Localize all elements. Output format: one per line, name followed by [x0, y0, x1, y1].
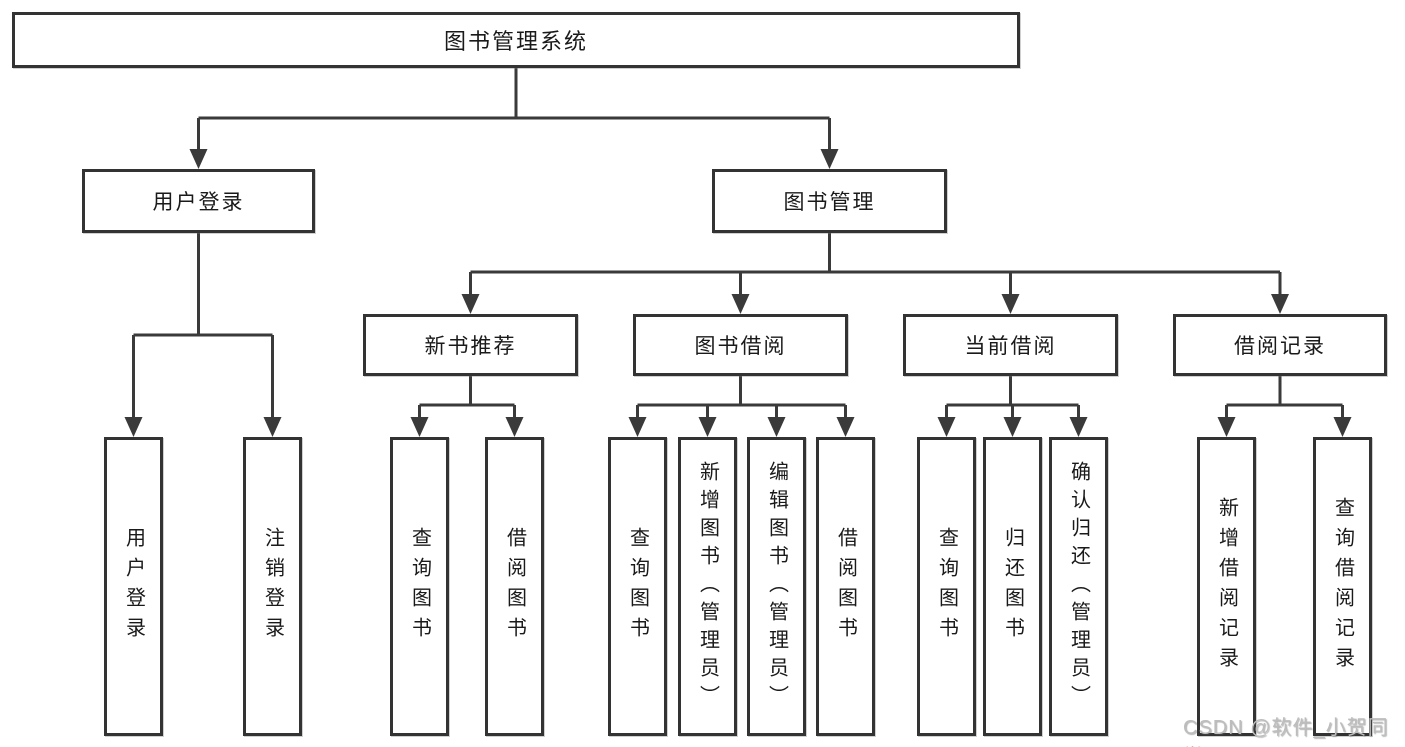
leaf-logout: 注销登录 [243, 437, 302, 736]
leaf-user-login: 用户登录 [104, 437, 163, 736]
arrowhead [263, 417, 282, 437]
arrowhead [1333, 417, 1352, 437]
arrowhead [1069, 417, 1088, 437]
node-borrow-records: 借阅记录 [1173, 314, 1387, 376]
leaf-borrow-edit-books-admin: 编辑图书（管理员） [747, 437, 806, 736]
leaf-borrow-borrow-books: 借阅图书 [816, 437, 875, 736]
connector-book-management [469, 233, 1282, 296]
node-system-root: 图书管理系统 [12, 12, 1020, 68]
arrowhead [1001, 294, 1020, 314]
arrowhead [189, 149, 208, 169]
arrowhead [1003, 417, 1022, 437]
arrowhead [731, 294, 750, 314]
leaf-current-query-books: 查询图书 [917, 437, 976, 736]
arrowhead [461, 294, 480, 314]
arrowhead [124, 417, 143, 437]
leaf-borrow-query-books: 查询图书 [608, 437, 667, 736]
arrowhead [836, 417, 855, 437]
arrowhead [698, 417, 717, 437]
arrowhead [410, 417, 429, 437]
leaf-recommend-query-books: 查询图书 [390, 437, 449, 736]
connector-book-borrow [636, 376, 847, 419]
leaf-records-add-record: 新增借阅记录 [1197, 437, 1256, 736]
node-new-book-recommend: 新书推荐 [363, 314, 578, 376]
arrowhead [1217, 417, 1236, 437]
leaf-borrow-add-books-admin: 新增图书（管理员） [678, 437, 737, 736]
connector-current-borrow [945, 376, 1080, 419]
node-book-borrow: 图书借阅 [633, 314, 848, 376]
leaf-current-return-books: 归还图书 [983, 437, 1042, 736]
arrowhead [937, 417, 956, 437]
arrowheads [124, 149, 1352, 437]
leaf-records-query-record: 查询借阅记录 [1313, 437, 1372, 736]
node-user-login: 用户登录 [82, 169, 315, 233]
arrowhead [505, 417, 524, 437]
connector-paths [132, 68, 1344, 419]
connector-root [197, 68, 831, 151]
arrowhead [628, 417, 647, 437]
connector-new-book [418, 376, 516, 419]
leaf-recommend-borrow-books: 借阅图书 [485, 437, 544, 736]
arrowhead [820, 149, 839, 169]
connector-borrow-records [1225, 376, 1344, 419]
node-book-management: 图书管理 [712, 169, 947, 233]
arrowhead [1271, 294, 1289, 314]
node-current-borrow: 当前借阅 [903, 314, 1118, 376]
connector-user-login [132, 233, 274, 419]
leaf-current-confirm-return-admin: 确认归还（管理员） [1049, 437, 1108, 736]
arrowhead [767, 417, 786, 437]
